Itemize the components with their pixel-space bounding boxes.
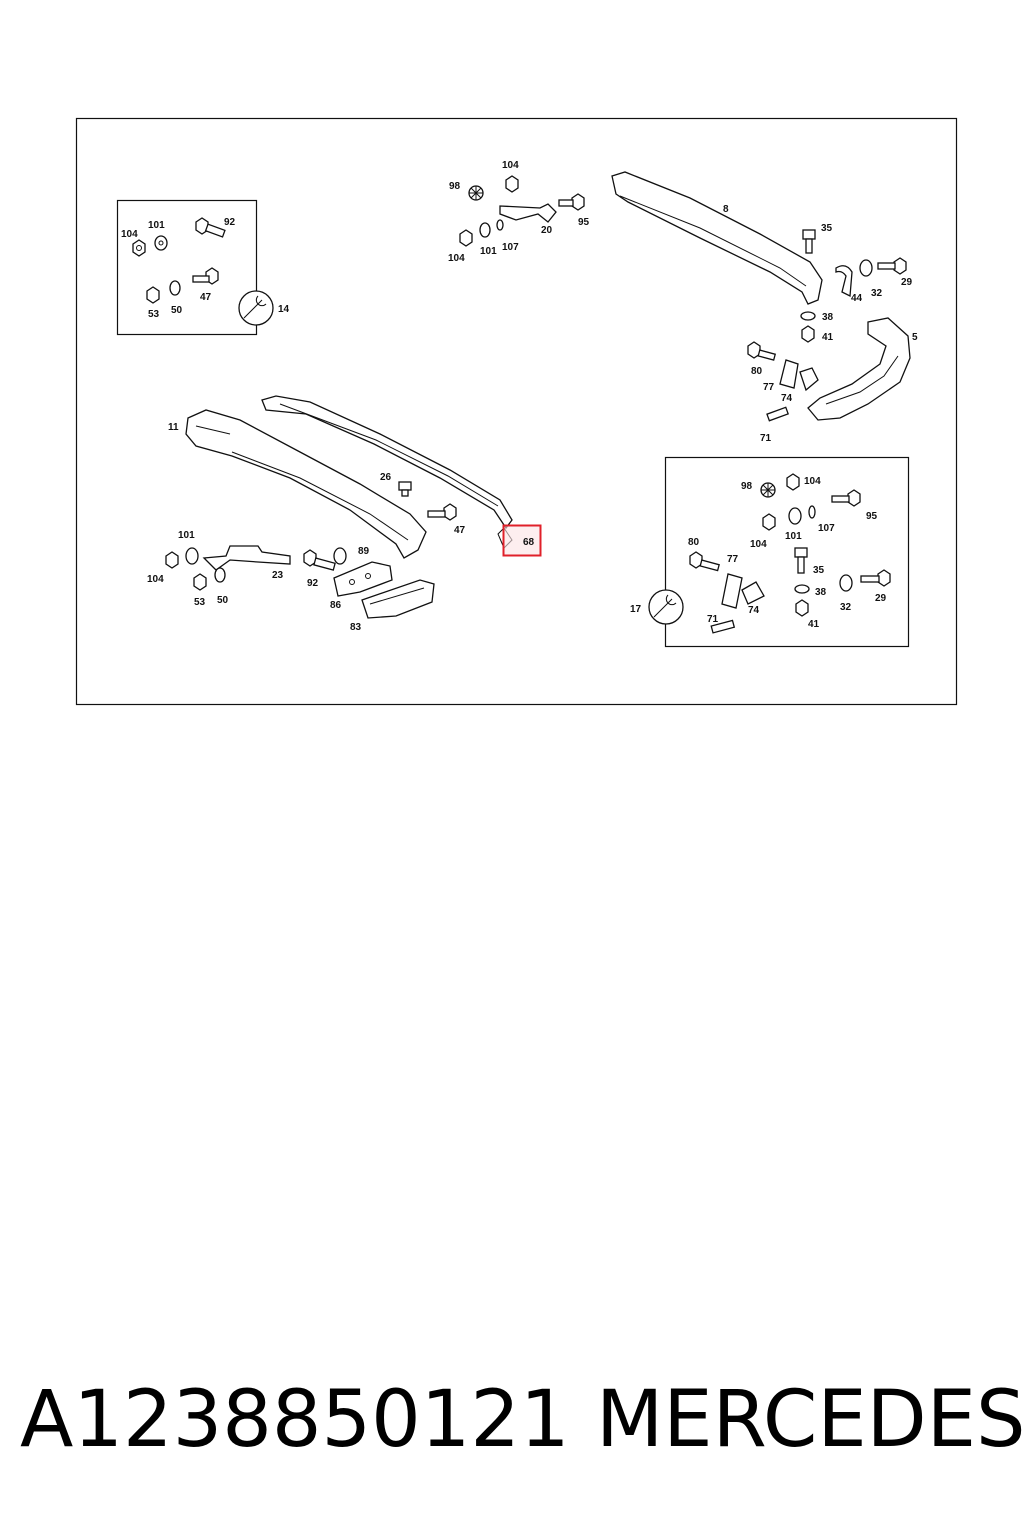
- svg-text:53: 53: [148, 309, 160, 320]
- svg-text:83: 83: [350, 622, 362, 633]
- svg-text:74: 74: [781, 393, 793, 404]
- front-bumper-group: 8 35 44 32 29 38 41 5 80 77 74 71: [611, 171, 918, 444]
- svg-text:71: 71: [707, 614, 719, 625]
- svg-text:47: 47: [200, 292, 212, 303]
- svg-text:104: 104: [448, 253, 465, 264]
- top-middle-group: 98 104 20 95 104 101 107: [448, 160, 590, 264]
- wrench-icon-14: [238, 290, 274, 326]
- svg-text:74: 74: [748, 605, 760, 616]
- wrench-icon-17: [648, 589, 684, 625]
- svg-text:95: 95: [578, 217, 590, 228]
- svg-text:35: 35: [821, 223, 833, 234]
- highlight-68[interactable]: 68: [502, 524, 542, 557]
- svg-text:29: 29: [901, 277, 913, 288]
- svg-text:38: 38: [822, 312, 834, 323]
- svg-text:104: 104: [121, 229, 138, 240]
- svg-text:80: 80: [751, 366, 763, 377]
- svg-text:80: 80: [688, 537, 700, 548]
- svg-text:38: 38: [815, 587, 827, 598]
- svg-text:35: 35: [813, 565, 825, 576]
- svg-text:104: 104: [147, 574, 164, 585]
- svg-text:77: 77: [763, 382, 775, 393]
- rear-bumper-group: 11 26 47 101 104 23 53 50 92 89 86 83: [147, 395, 513, 633]
- svg-text:98: 98: [741, 481, 753, 492]
- svg-text:104: 104: [502, 160, 519, 171]
- svg-text:101: 101: [785, 531, 802, 542]
- svg-text:20: 20: [541, 225, 553, 236]
- svg-text:101: 101: [480, 246, 497, 257]
- svg-text:101: 101: [148, 220, 165, 231]
- diagram-frame: [75, 117, 958, 706]
- svg-text:47: 47: [454, 525, 466, 536]
- svg-text:32: 32: [871, 288, 883, 299]
- brand-name: MERCEDES: [596, 1375, 1024, 1465]
- svg-text:89: 89: [358, 546, 370, 557]
- svg-text:5: 5: [912, 332, 918, 343]
- svg-text:26: 26: [380, 472, 392, 483]
- svg-text:92: 92: [224, 217, 236, 228]
- svg-text:92: 92: [307, 578, 319, 589]
- part-number: A1238850121: [20, 1375, 570, 1465]
- svg-text:98: 98: [449, 181, 461, 192]
- svg-text:44: 44: [851, 293, 863, 304]
- svg-text:17: 17: [630, 604, 642, 615]
- svg-text:107: 107: [502, 242, 519, 253]
- svg-text:104: 104: [804, 476, 821, 487]
- svg-text:23: 23: [272, 570, 284, 581]
- svg-text:50: 50: [171, 305, 183, 316]
- svg-text:71: 71: [760, 433, 772, 444]
- parts-diagram: 104 101 92 47 53 50 14 98 104 20 95 104 …: [75, 117, 958, 706]
- svg-text:107: 107: [818, 523, 835, 534]
- svg-text:29: 29: [875, 593, 887, 604]
- svg-text:41: 41: [808, 619, 820, 630]
- svg-text:101: 101: [178, 530, 195, 541]
- inset-top-left: 104 101 92 47 53 50 14: [116, 199, 290, 336]
- footer: A1238850121 MERCEDES: [0, 1370, 1024, 1470]
- svg-text:50: 50: [217, 595, 229, 606]
- inset-bottom-right: 98 104 107 95 104 101 80 77 35 38 32 29 …: [630, 456, 910, 648]
- svg-text:32: 32: [840, 602, 852, 613]
- svg-text:95: 95: [866, 511, 878, 522]
- svg-text:41: 41: [822, 332, 834, 343]
- highlight-label: 68: [523, 537, 535, 548]
- svg-text:86: 86: [330, 600, 342, 611]
- svg-text:14: 14: [278, 304, 290, 315]
- svg-text:77: 77: [727, 554, 739, 565]
- svg-text:8: 8: [723, 204, 729, 215]
- svg-text:53: 53: [194, 597, 206, 608]
- svg-text:11: 11: [168, 422, 179, 433]
- svg-text:104: 104: [750, 539, 767, 550]
